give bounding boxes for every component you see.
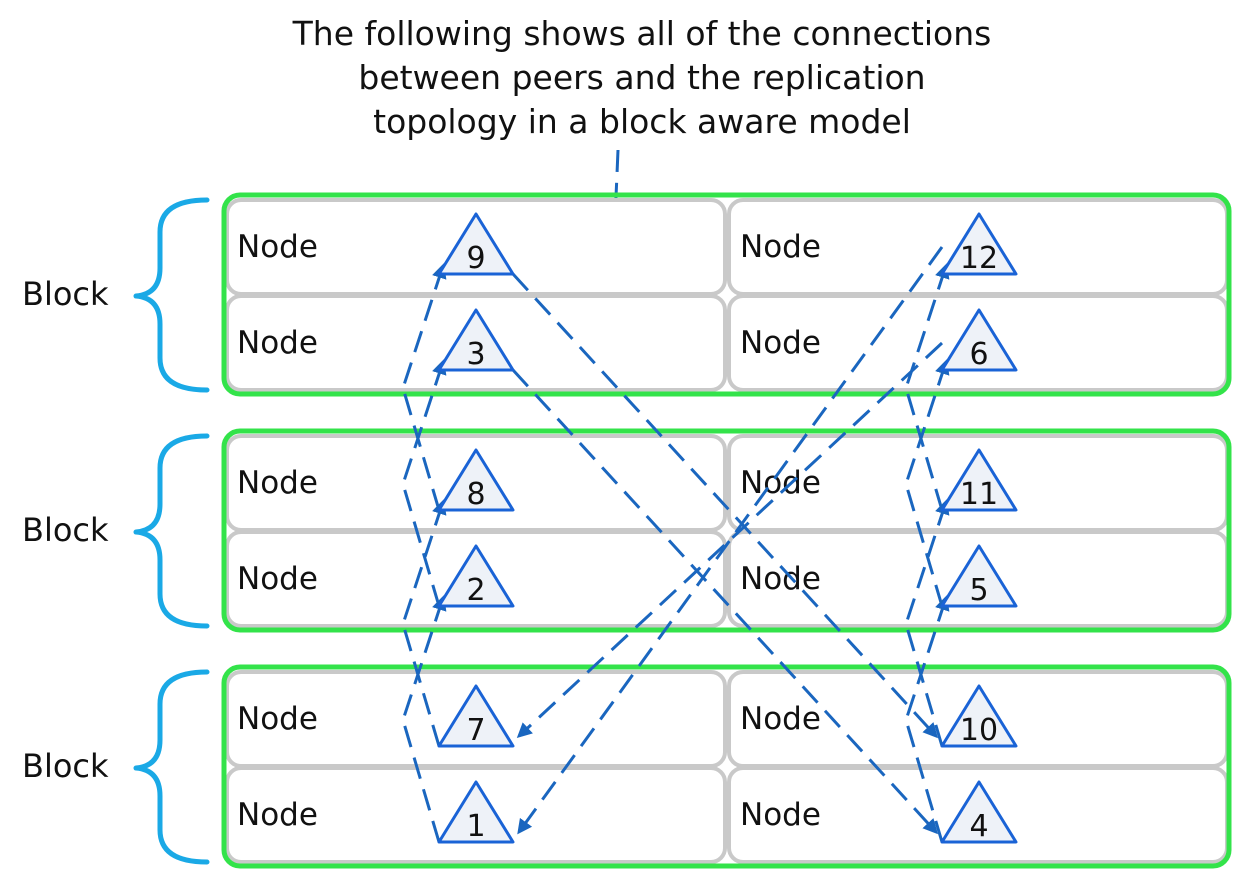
block-2: Block Node Node Node Node: [22, 428, 1232, 633]
peer-triangle-shape: [437, 780, 515, 844]
replication-arrow: [401, 263, 447, 511]
node-label: Node: [237, 465, 318, 501]
peer-triangle-shape: [940, 780, 1018, 844]
peer-number: 10: [960, 713, 998, 748]
node-label: Node: [237, 701, 318, 737]
peer-triangle: 1: [437, 780, 515, 844]
block-brace: [133, 433, 210, 629]
block-label: Block: [22, 511, 109, 549]
node-label: Node: [740, 229, 821, 265]
block-label: Block: [22, 747, 109, 785]
peer-number: 12: [960, 241, 998, 276]
caption: The following shows all of the connectio…: [292, 14, 992, 141]
replication-arrow: [904, 359, 950, 607]
peer-triangle: 12: [940, 212, 1018, 276]
peer-triangle-shape: [940, 212, 1018, 276]
peer-number: 2: [466, 573, 485, 608]
replication-arrow: [511, 272, 939, 739]
replication-arrow: [904, 263, 950, 511]
peer-triangle-shape: [437, 684, 515, 748]
node-label: Node: [237, 325, 318, 361]
peer-triangle: 11: [940, 448, 1018, 512]
peer-triangle: 2: [437, 544, 515, 608]
node-label: Node: [740, 701, 821, 737]
peer-triangle-shape: [437, 544, 515, 608]
block-3: Block Node Node Node Node: [22, 664, 1232, 869]
peer-triangle: 7: [437, 684, 515, 748]
block-brace: [133, 669, 210, 865]
peer-number: 4: [969, 809, 988, 844]
block-frame: [221, 428, 1232, 633]
replication-arrow: [401, 499, 447, 747]
replication-arrow: [904, 595, 950, 843]
peer-triangle: 6: [940, 308, 1018, 372]
peer-number: 8: [466, 477, 485, 512]
node-label: Node: [740, 797, 821, 833]
peer-triangle: 9: [437, 212, 515, 276]
peer-number: 5: [969, 573, 988, 608]
peer-number: 7: [466, 713, 485, 748]
peer-triangle-shape: [940, 448, 1018, 512]
replication-arrow: [401, 595, 447, 843]
peer-number: 9: [466, 241, 485, 276]
peer-number: 1: [466, 809, 485, 844]
node-label: Node: [237, 229, 318, 265]
node-label: Node: [237, 561, 318, 597]
replication-connections: [401, 246, 950, 843]
node-label: Node: [740, 325, 821, 361]
peer-triangle-shape: [437, 308, 515, 372]
caption-line-2: between peers and the replication: [358, 58, 925, 97]
peer-triangle-shape: [940, 308, 1018, 372]
peer-number: 6: [969, 337, 988, 372]
replication-arrow: [904, 499, 950, 747]
block-brace: [133, 197, 210, 393]
peer-triangle: 10: [940, 684, 1018, 748]
peer-triangle-shape: [437, 212, 515, 276]
peer-triangle-shape: [940, 684, 1018, 748]
replication-arrow: [517, 246, 944, 835]
node-label: Node: [237, 797, 318, 833]
peer-number: 11: [960, 477, 998, 512]
replication-arrow: [401, 359, 447, 607]
peer-triangle: 5: [940, 544, 1018, 608]
peer-number: 3: [466, 337, 485, 372]
caption-line-1: The following shows all of the connectio…: [292, 14, 992, 53]
replication-arrow: [511, 368, 939, 835]
peer-triangle-shape: [437, 448, 515, 512]
block-frame: [221, 664, 1232, 869]
block-frame: [221, 192, 1232, 397]
peer-triangle: 3: [437, 308, 515, 372]
block-1: Block Node Node Node Node: [22, 192, 1232, 397]
block-label: Block: [22, 275, 109, 313]
replication-arrow: [516, 341, 944, 739]
caption-line-3: topology in a block aware model: [373, 102, 911, 141]
peer-triangle-shape: [940, 544, 1018, 608]
peer-triangle: 8: [437, 448, 515, 512]
peer-triangle: 4: [940, 780, 1018, 844]
